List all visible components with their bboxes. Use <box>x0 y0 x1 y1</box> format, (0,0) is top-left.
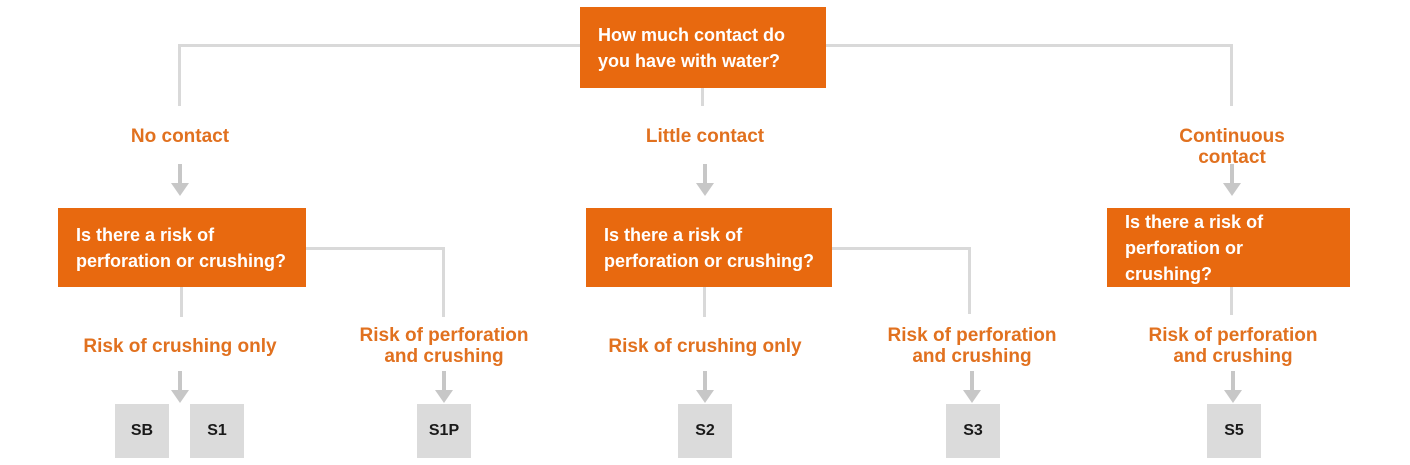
connector-elbow-vertical-2 <box>968 247 971 314</box>
connector-elbow-vertical-1 <box>442 247 445 317</box>
branch-label-little-contact: Little contact <box>645 126 765 147</box>
arrow-head <box>696 390 714 403</box>
arrow-stem <box>703 371 707 390</box>
arrow-down-icon <box>963 371 981 403</box>
question-box-little-contact: Is there a risk of perforation or crushi… <box>586 208 832 287</box>
answer-label-perforation-crushing-2: Risk of perforation and crushing <box>887 325 1057 367</box>
arrow-stem <box>442 371 446 390</box>
root-question-text: How much contact do you have with water? <box>598 24 786 71</box>
arrow-head <box>171 390 189 403</box>
root-question-box: How much contact do you have with water? <box>580 7 826 88</box>
connector-branch3-vertical <box>1230 44 1233 106</box>
result-box-sb: SB <box>115 404 169 458</box>
connector-answer-crushing-only-1 <box>180 287 183 317</box>
arrow-head <box>1224 390 1242 403</box>
arrow-head <box>1223 183 1241 196</box>
connector-answer-3 <box>1230 287 1233 315</box>
connector-root-left-horizontal <box>178 44 580 47</box>
connector-elbow-horizontal-2 <box>832 247 971 250</box>
arrow-down-icon <box>171 164 189 196</box>
arrow-stem <box>970 371 974 390</box>
question-text: Is there a risk of perforation or crushi… <box>76 224 287 271</box>
connector-branch1-vertical <box>178 44 181 106</box>
question-box-continuous-contact: Is there a risk of perforation or crushi… <box>1107 208 1350 287</box>
arrow-stem <box>178 164 182 183</box>
arrow-down-icon <box>696 371 714 403</box>
arrow-down-icon <box>1224 371 1242 403</box>
branch-label-no-contact: No contact <box>130 126 230 147</box>
branch-label-continuous-contact: Continuous contact <box>1179 126 1285 168</box>
connector-branch2-vertical <box>701 88 704 106</box>
connector-answer-crushing-only-2 <box>703 287 706 317</box>
question-box-no-contact: Is there a risk of perforation or crushi… <box>58 208 306 287</box>
answer-label-crushing-only-1: Risk of crushing only <box>83 336 277 357</box>
result-box-s2: S2 <box>678 404 732 458</box>
arrow-down-icon <box>435 371 453 403</box>
connector-root-right-horizontal <box>826 44 1233 47</box>
arrow-down-icon <box>171 371 189 403</box>
arrow-head <box>696 183 714 196</box>
result-box-s3: S3 <box>946 404 1000 458</box>
arrow-down-icon <box>696 164 714 196</box>
answer-label-perforation-crushing-1: Risk of perforation and crushing <box>359 325 529 367</box>
arrow-stem <box>1230 164 1234 183</box>
arrow-stem <box>1231 371 1235 390</box>
arrow-down-icon <box>1223 164 1241 196</box>
result-box-s1: S1 <box>190 404 244 458</box>
result-box-s5: S5 <box>1207 404 1261 458</box>
arrow-head <box>963 390 981 403</box>
arrow-head <box>435 390 453 403</box>
question-text: Is there a risk of perforation or crushi… <box>604 224 815 271</box>
result-box-s1p: S1P <box>417 404 471 458</box>
arrow-stem <box>178 371 182 390</box>
question-text: Is there a risk of perforation or crushi… <box>1125 211 1264 284</box>
answer-label-perforation-crushing-3: Risk of perforation and crushing <box>1148 325 1318 367</box>
connector-elbow-horizontal-1 <box>306 247 445 250</box>
arrow-head <box>171 183 189 196</box>
arrow-stem <box>703 164 707 183</box>
answer-label-crushing-only-2: Risk of crushing only <box>608 336 802 357</box>
